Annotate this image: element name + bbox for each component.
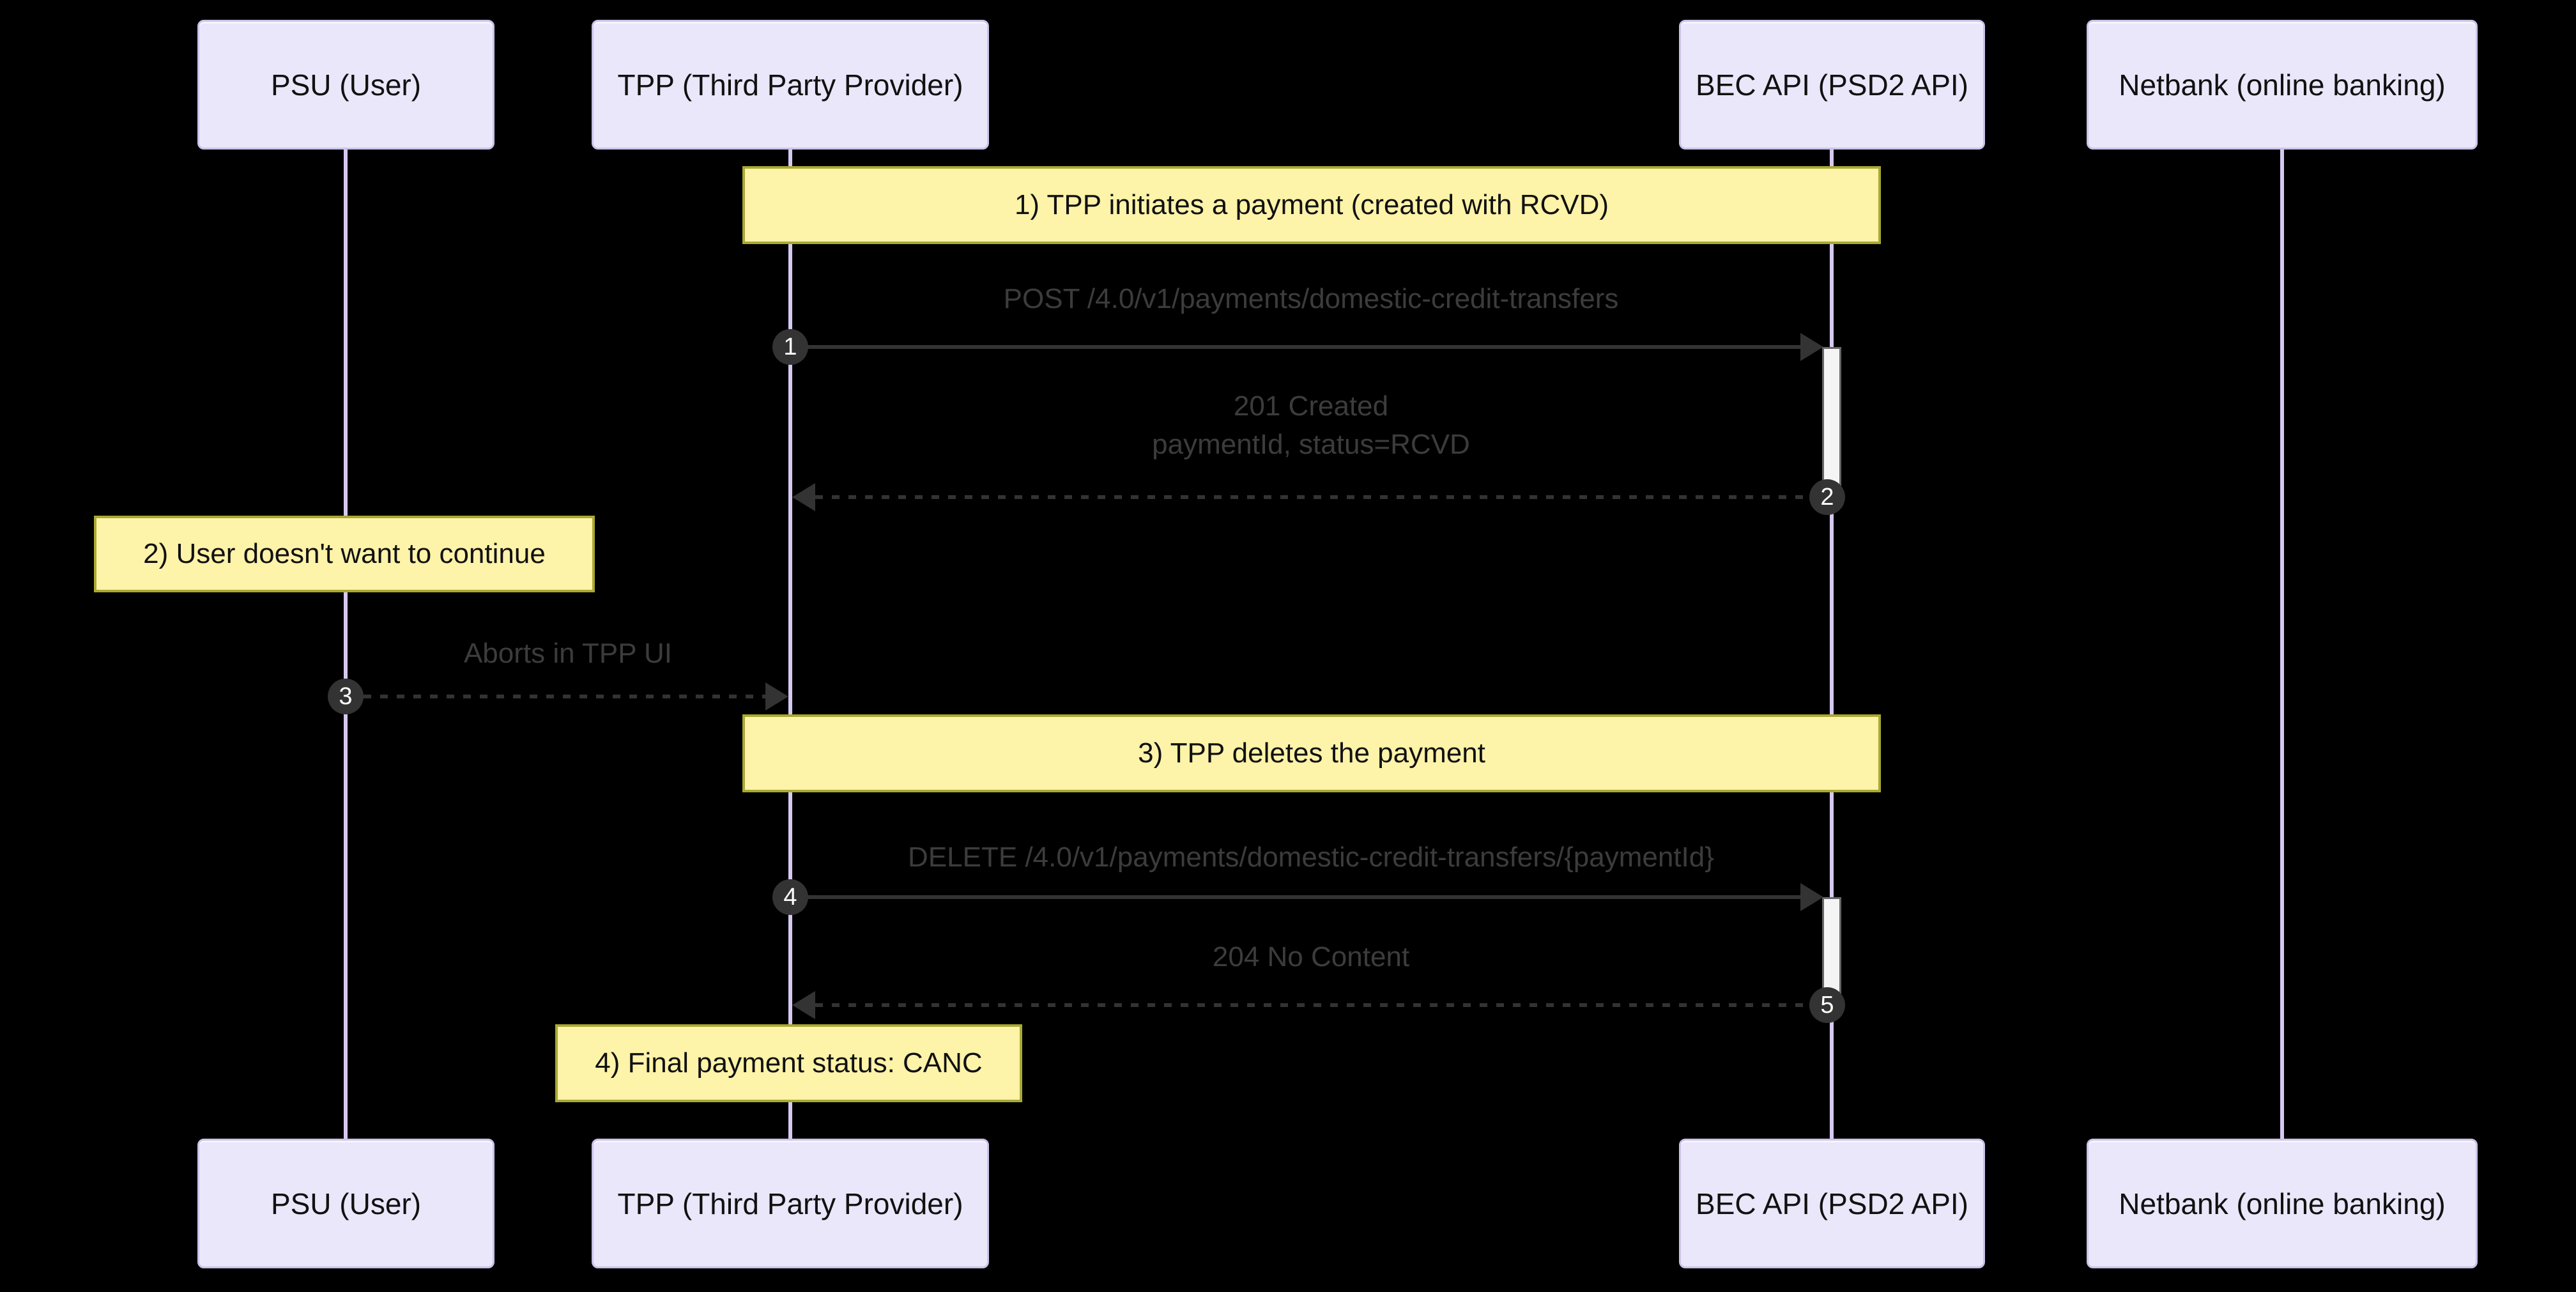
message-4-label: DELETE /4.0/v1/payments/domestic-credit-… <box>908 842 1714 873</box>
lifeline-tpp <box>788 150 792 1139</box>
participant-bec-api-top: BEC API (PSD2 API) <box>1679 20 1985 150</box>
arrow-5-line <box>815 1003 1822 1007</box>
lifeline-psu <box>344 150 348 1139</box>
participant-netbank-top: Netbank (online banking) <box>2087 20 2478 150</box>
participant-netbank-bottom-label: Netbank (online banking) <box>2119 1187 2446 1220</box>
participant-tpp-top: TPP (Third Party Provider) <box>592 20 989 150</box>
note-1-tpp-initiates-payment: 1) TPP initiates a payment (created with… <box>742 166 1881 244</box>
participant-psu-label: PSU (User) <box>270 68 422 102</box>
participant-netbank-label: Netbank (online banking) <box>2119 68 2446 102</box>
message-2-line2: paymentId, status=RCVD <box>1152 429 1470 460</box>
arrow-1-arrowhead-right-icon <box>1800 333 1823 361</box>
arrow-1-line <box>790 345 1803 349</box>
note-4-label: 4) Final payment status: CANC <box>595 1047 983 1079</box>
seq-badge-3: 3 <box>328 679 364 714</box>
message-1-label: POST /4.0/v1/payments/domestic-credit-tr… <box>1003 283 1619 314</box>
lifeline-bec-api <box>1830 150 1834 1139</box>
participant-psu-top: PSU (User) <box>197 20 494 150</box>
seq-badge-1: 1 <box>772 329 808 365</box>
note-1-label: 1) TPP initiates a payment (created with… <box>1014 189 1609 220</box>
activation-bar-bec-1 <box>1822 347 1841 500</box>
participant-tpp-bottom-label: TPP (Third Party Provider) <box>617 1187 963 1220</box>
participant-bec-api-label: BEC API (PSD2 API) <box>1696 68 1968 102</box>
participant-psu-bottom: PSU (User) <box>197 1139 494 1268</box>
seq-badge-4: 4 <box>772 879 808 915</box>
arrow-2-arrowhead-left-icon <box>792 483 815 511</box>
seq-badge-3-number: 3 <box>339 682 353 710</box>
arrow-3-line <box>364 695 766 698</box>
participant-netbank-bottom: Netbank (online banking) <box>2087 1139 2478 1268</box>
arrow-4-line <box>790 895 1803 899</box>
message-2-line1: 201 Created <box>1233 390 1389 422</box>
lifeline-netbank <box>2280 150 2284 1139</box>
seq-badge-5: 5 <box>1809 987 1845 1023</box>
seq-badge-4-number: 4 <box>783 883 797 911</box>
note-4-final-payment-status: 4) Final payment status: CANC <box>555 1024 1022 1102</box>
seq-badge-2-number: 2 <box>1820 483 1834 511</box>
arrow-4-arrowhead-right-icon <box>1800 883 1823 911</box>
arrow-5-arrowhead-left-icon <box>792 991 815 1019</box>
note-3-tpp-deletes-payment: 3) TPP deletes the payment <box>742 714 1881 792</box>
note-2-label: 2) User doesn't want to continue <box>143 538 546 569</box>
participant-bec-api-bottom: BEC API (PSD2 API) <box>1679 1139 1985 1268</box>
participant-bec-api-bottom-label: BEC API (PSD2 API) <box>1696 1187 1968 1220</box>
participant-tpp-label: TPP (Third Party Provider) <box>617 68 963 102</box>
message-5-label: 204 No Content <box>1212 941 1410 973</box>
arrow-3-arrowhead-right-icon <box>765 682 788 711</box>
seq-badge-5-number: 5 <box>1820 991 1834 1019</box>
message-2-label: 201 Created paymentId, status=RCVD <box>790 387 1832 464</box>
message-3-label: Aborts in TPP UI <box>463 638 673 669</box>
note-2-user-doesnt-want-continue: 2) User doesn't want to continue <box>94 516 595 592</box>
seq-badge-1-number: 1 <box>783 333 797 360</box>
note-3-label: 3) TPP deletes the payment <box>1138 737 1485 769</box>
seq-badge-2: 2 <box>1809 479 1845 515</box>
participant-tpp-bottom: TPP (Third Party Provider) <box>592 1139 989 1268</box>
participant-psu-bottom-label: PSU (User) <box>270 1187 422 1220</box>
arrow-2-line <box>815 495 1822 499</box>
